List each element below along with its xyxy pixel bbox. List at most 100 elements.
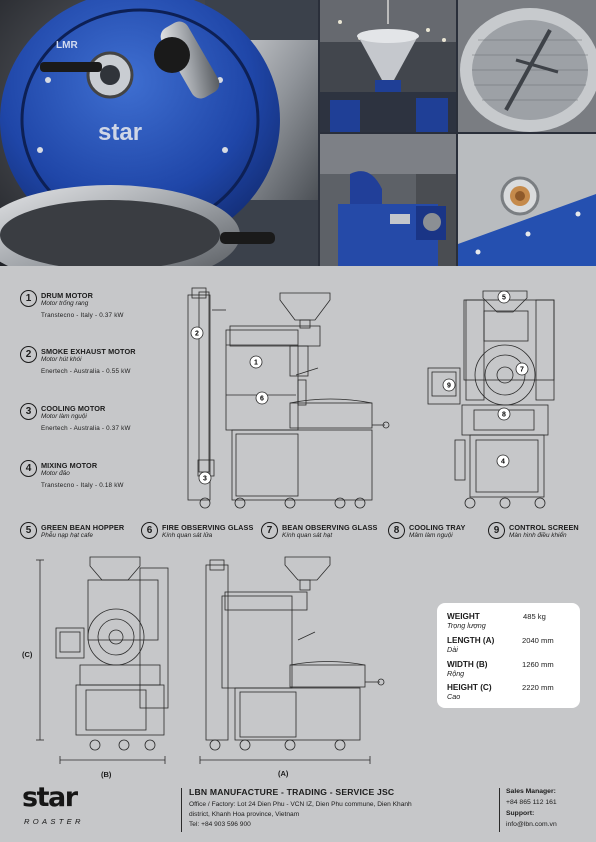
component-title: GREEN BEAN HOPPER <box>41 523 125 532</box>
component-title: BEAN OBSERVING GLASS <box>282 523 378 532</box>
component-subtitle: Kính quan sát lửa <box>162 532 213 539</box>
photo-observing-glass <box>458 134 596 266</box>
svg-text:9: 9 <box>447 383 451 390</box>
spec-weight-value: 485 kg <box>523 612 546 621</box>
component-number: 6 <box>141 522 158 539</box>
dimension-label-b: (B) <box>101 770 112 779</box>
svg-text:5: 5 <box>502 295 506 302</box>
component-number: 8 <box>388 522 405 539</box>
component-cooling-tray: 8 COOLING TRAY Mâm làm nguội <box>388 522 483 542</box>
front-view-drawing <box>427 290 555 509</box>
brand-logo: star ROASTER <box>22 783 102 831</box>
photo-badge-text: LMR <box>56 40 78 51</box>
dimension-label-c: (C) <box>22 650 33 659</box>
svg-text:2: 2 <box>195 331 199 338</box>
spec-height-value: 2220 mm <box>522 683 554 692</box>
component-subtitle: Màn hình điều khiển <box>509 532 567 539</box>
side-view-drawing <box>187 287 390 509</box>
component-fire-observing-glass: 6 FIRE OBSERVING GLASS Kính quan sát lửa <box>141 522 261 542</box>
callout-2: 2 <box>190 326 204 340</box>
footer-divider-right <box>499 788 501 832</box>
callout-4: 4 <box>496 454 510 468</box>
dimension-label-a: (A) <box>278 769 289 778</box>
sales-phone: +84 865 112 161 <box>506 799 557 806</box>
company-address-line-2: district, Khanh Hoa province, Vietnam <box>189 811 300 818</box>
spec-length-value: 2040 mm <box>522 636 554 645</box>
component-smoke-exhaust-motor: 2 SMOKE EXHAUST MOTOR Motor hút khói Ene… <box>20 346 185 382</box>
component-number: 5 <box>20 522 37 539</box>
component-subtitle: Mâm làm nguội <box>409 532 453 539</box>
footer-divider-left <box>181 788 183 832</box>
spec-weight-sub: Trọng lượng <box>447 621 486 630</box>
footer: star ROASTER LBN MANUFACTURE - TRADING -… <box>0 780 596 842</box>
component-subtitle: Motor trống rang <box>41 300 89 307</box>
photo-collage: LMR star <box>0 0 596 266</box>
component-green-bean-hopper: 5 GREEN BEAN HOPPER Phễu nạp hạt cafe <box>20 522 135 542</box>
component-title: COOLING TRAY <box>409 523 466 532</box>
spec-height-label: HEIGHT (C) <box>447 683 492 692</box>
component-subtitle: Kính quan sát hạt <box>282 532 333 539</box>
component-detail: Transtecno - Italy - 0.18 kW <box>41 482 124 489</box>
component-number: 3 <box>20 403 37 420</box>
company-address-line-1: Office / Factory: Lot 24 Dien Phu - VCN … <box>189 801 412 808</box>
callout-5: 5 <box>497 290 511 304</box>
photo-exhaust <box>320 134 456 266</box>
component-number: 9 <box>488 522 505 539</box>
component-number: 7 <box>261 522 278 539</box>
brand-logo-tagline: ROASTER <box>24 817 84 826</box>
spec-box: WEIGHT Trọng lượng 485 kg LENGTH (A) Dài… <box>437 603 580 708</box>
component-number: 1 <box>20 290 37 307</box>
svg-text:1: 1 <box>254 360 258 367</box>
spec-width-value: 1260 mm <box>522 660 554 669</box>
component-subtitle: Motor đảo <box>41 470 70 477</box>
callout-9: 9 <box>442 378 456 392</box>
callout-8: 8 <box>497 407 511 421</box>
svg-text:8: 8 <box>502 412 506 419</box>
component-detail: Enertech - Australia - 0.55 kW <box>41 368 131 375</box>
component-detail: Enertech - Australia - 0.37 kW <box>41 425 131 432</box>
view-a-drawing <box>199 556 385 764</box>
component-drum-motor: 1 DRUM MOTOR Motor trống rang Transtecno… <box>20 290 185 326</box>
component-title: FIRE OBSERVING GLASS <box>162 523 254 532</box>
technical-drawings: 1 2 3 4 5 6 7 8 9 <box>36 287 555 764</box>
component-title: SMOKE EXHAUST MOTOR <box>41 347 136 356</box>
callout-7: 7 <box>515 362 529 376</box>
component-cooling-motor: 3 COOLING MOTOR Motor làm nguội Enertech… <box>20 403 185 439</box>
component-title: DRUM MOTOR <box>41 291 93 300</box>
spec-length-sub: Dài <box>447 645 458 654</box>
component-bean-observing-glass: 7 BEAN OBSERVING GLASS Kính quan sát hạt <box>261 522 386 542</box>
component-detail: Transtecno - Italy - 0.37 kW <box>41 312 124 319</box>
spec-height-sub: Cao <box>447 692 461 701</box>
callout-6: 6 <box>255 391 269 405</box>
component-subtitle: Motor làm nguội <box>41 413 87 420</box>
svg-text:7: 7 <box>520 367 524 374</box>
support-email[interactable]: info@lbn.com.vn <box>506 821 557 828</box>
photo-roaster-front: LMR star <box>0 0 318 266</box>
spec-weight-label: WEIGHT <box>447 612 480 621</box>
photo-logo-text: star <box>98 119 142 146</box>
photo-hopper <box>320 0 456 132</box>
spec-length-label: LENGTH (A) <box>447 636 495 645</box>
svg-text:3: 3 <box>203 476 207 483</box>
callout-3: 3 <box>198 471 212 485</box>
company-name: LBN MANUFACTURE - TRADING - SERVICE JSC <box>189 787 395 797</box>
component-subtitle: Phễu nạp hạt cafe <box>41 532 93 539</box>
component-title: CONTROL SCREEN <box>509 523 579 532</box>
callout-1: 1 <box>249 355 263 369</box>
svg-text:6: 6 <box>260 396 264 403</box>
spec-width-label: WIDTH (B) <box>447 660 488 669</box>
brand-logo-wordmark: star <box>22 782 78 813</box>
company-tel: Tel: +84 903 596 900 <box>189 821 251 828</box>
view-b-drawing <box>36 556 169 764</box>
component-control-screen: 9 CONTROL SCREEN Màn hình điều khiển <box>488 522 588 542</box>
component-number: 2 <box>20 346 37 363</box>
component-number: 4 <box>20 460 37 477</box>
spec-width-sub: Rộng <box>447 669 465 678</box>
support-label: Support: <box>506 810 535 817</box>
component-subtitle: Motor hút khói <box>41 356 82 363</box>
component-title: MIXING MOTOR <box>41 461 98 470</box>
sales-label: Sales Manager: <box>506 788 556 795</box>
component-mixing-motor: 4 MIXING MOTOR Motor đảo Transtecno - It… <box>20 460 185 496</box>
component-title: COOLING MOTOR <box>41 404 106 413</box>
svg-text:4: 4 <box>501 459 505 466</box>
